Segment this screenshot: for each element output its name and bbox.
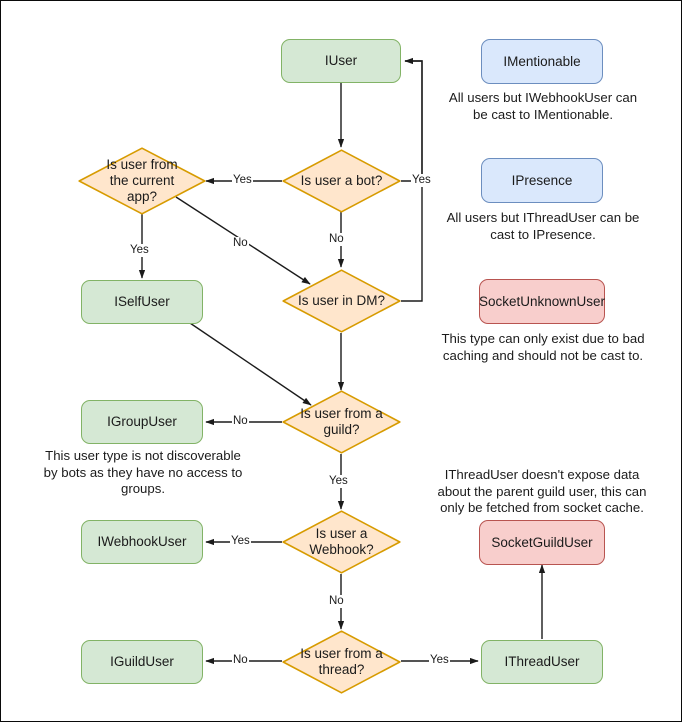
node-igroupuser-label: IGroupUser bbox=[107, 414, 177, 429]
node-socketunknownuser[interactable]: SocketUnknownUser bbox=[479, 279, 605, 324]
note-igroupuser: This user type is not discoverable by bo… bbox=[43, 448, 243, 496]
decision-is-user-a-webhook[interactable]: Is user a Webhook? bbox=[282, 510, 401, 574]
edge-label-guild-yes: Yes bbox=[328, 475, 349, 488]
edge-isbot-yes-to-iuser bbox=[401, 57, 423, 182]
edge-label-guild-no: No bbox=[232, 415, 249, 428]
edge-label-webhook-yes: Yes bbox=[230, 535, 251, 548]
node-socketguilduser[interactable]: SocketGuildUser bbox=[479, 520, 605, 565]
decision-is-user-in-dm[interactable]: Is user in DM? bbox=[282, 269, 401, 333]
diamond-shape bbox=[282, 149, 401, 213]
decision-is-user-from-current-app[interactable]: Is user from the current app? bbox=[78, 147, 206, 215]
decision-is-user-a-bot-label: Is user a bot? bbox=[300, 173, 383, 188]
edge-label-app-no: No bbox=[232, 237, 249, 250]
edge-label-bot-no: No bbox=[328, 233, 345, 246]
node-iwebhookuser[interactable]: IWebhookUser bbox=[81, 520, 203, 564]
node-igroupuser[interactable]: IGroupUser bbox=[81, 400, 203, 444]
node-iwebhookuser-label: IWebhookUser bbox=[97, 534, 187, 549]
diamond-shape bbox=[282, 390, 401, 454]
edge-label-app-yes: Yes bbox=[232, 174, 253, 187]
node-iselfuser[interactable]: ISelfUser bbox=[81, 280, 203, 324]
decision-is-user-a-bot[interactable]: Is user a bot? bbox=[282, 149, 401, 213]
node-imentionable[interactable]: IMentionable bbox=[481, 39, 603, 84]
note-socketunknownuser: This type can only exist due to bad cach… bbox=[441, 331, 645, 363]
note-ipresence: All users but IThreadUser can be cast to… bbox=[446, 210, 640, 242]
edge-label-webhook-no: No bbox=[328, 595, 345, 608]
diamond-shape bbox=[282, 630, 401, 694]
node-iselfuser-label: ISelfUser bbox=[114, 294, 170, 309]
decision-is-user-from-thread-label: Is user from a thread? bbox=[300, 646, 383, 677]
node-socketguilduser-label: SocketGuildUser bbox=[491, 534, 593, 550]
decision-is-user-from-guild[interactable]: Is user from a guild? bbox=[282, 390, 401, 454]
note-ithreaduser: IThreadUser doesn't expose data about th… bbox=[437, 467, 647, 515]
node-imentionable-label: IMentionable bbox=[503, 53, 581, 69]
node-socketunknownuser-label: SocketUnknownUser bbox=[478, 293, 606, 309]
node-iuser[interactable]: IUser bbox=[281, 39, 401, 83]
decision-is-user-from-current-app-label: Is user from the current app? bbox=[106, 157, 178, 204]
decision-is-user-a-webhook-label: Is user a Webhook? bbox=[309, 526, 374, 557]
node-iguilduser[interactable]: IGuildUser bbox=[81, 640, 203, 684]
decision-is-user-in-dm-label: Is user in DM? bbox=[297, 293, 386, 308]
node-ithreaduser[interactable]: IThreadUser bbox=[481, 640, 603, 684]
edge-label-thread-yes: Yes bbox=[429, 654, 450, 667]
decision-is-user-from-thread[interactable]: Is user from a thread? bbox=[282, 630, 401, 694]
diamond-shape bbox=[282, 269, 401, 333]
node-ipresence[interactable]: IPresence bbox=[481, 158, 603, 203]
node-ithreaduser-label: IThreadUser bbox=[504, 654, 580, 669]
decision-is-user-from-guild-label: Is user from a guild? bbox=[300, 406, 383, 437]
edge-label-currentapp-yes: Yes bbox=[129, 244, 150, 257]
node-ipresence-label: IPresence bbox=[511, 172, 573, 188]
note-imentionable: All users but IWebhookUser can be cast t… bbox=[448, 90, 638, 122]
node-iguilduser-label: IGuildUser bbox=[110, 654, 174, 669]
node-iuser-label: IUser bbox=[324, 53, 358, 68]
edge-label-thread-no: No bbox=[232, 654, 249, 667]
edge-label-bot-yes: Yes bbox=[411, 174, 432, 187]
diamond-shape bbox=[282, 510, 401, 574]
